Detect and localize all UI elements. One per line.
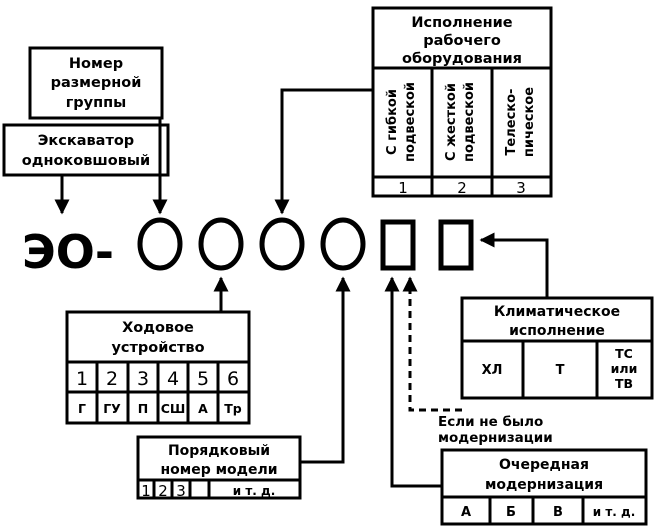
model-number-num-3: 3 bbox=[176, 482, 186, 500]
climate-cell-1: ХЛ bbox=[482, 363, 503, 378]
climate-cell-3-line-2: или bbox=[611, 361, 638, 376]
running-gear-code-4: СШ bbox=[161, 401, 186, 416]
size-group-line-2: размерной bbox=[51, 75, 142, 91]
work-equipment-title-2: рабочего bbox=[423, 33, 501, 49]
code-slot-running-gear bbox=[198, 217, 244, 271]
option-3-line-1: Телеско- bbox=[504, 89, 519, 156]
running-gear-num-2: 2 bbox=[106, 368, 118, 390]
work-equipment-table: Исполнение рабочего оборудования С гибко… bbox=[371, 6, 553, 198]
arrow-no-modernization bbox=[402, 276, 462, 412]
code-slot-climate bbox=[438, 219, 474, 271]
arrow-modernization bbox=[384, 276, 442, 488]
code-slot-size-group bbox=[137, 217, 183, 271]
option-3-num: 3 bbox=[516, 179, 526, 197]
running-gear-num-5: 5 bbox=[197, 368, 209, 390]
code-slot-work-equipment bbox=[259, 217, 305, 271]
modernization-title-1: Очередная bbox=[499, 457, 589, 473]
running-gear-table: Ходовое устройство 1 2 3 4 5 6 Г ГУ П СШ… bbox=[65, 310, 251, 425]
running-gear-num-6: 6 bbox=[227, 368, 239, 390]
no-modernization-line-1: Если не было bbox=[438, 414, 543, 430]
modernization-cell-1: А bbox=[461, 505, 471, 520]
excavator-box: Экскаватор одноковшовый bbox=[2, 123, 170, 177]
modernization-cell-4: и т. д. bbox=[593, 505, 636, 519]
arrow-climate bbox=[479, 232, 549, 298]
running-gear-code-1: Г bbox=[78, 401, 86, 416]
running-gear-num-4: 4 bbox=[167, 368, 179, 390]
option-1-line-1: С гибкой bbox=[385, 89, 400, 155]
model-number-table: Порядковый номер модели 1 2 3 и т. д. bbox=[136, 435, 302, 500]
climate-cell-3-line-3: ТВ bbox=[615, 376, 633, 391]
size-group-line-3: группы bbox=[66, 95, 127, 111]
modernization-table: Очередная модернизация А Б В и т. д. bbox=[440, 448, 648, 526]
code-slot-model-number bbox=[320, 217, 366, 271]
climate-title-1: Климатическое bbox=[494, 304, 620, 320]
climate-table: Климатическое исполнение ХЛ Т ТС или ТВ bbox=[460, 296, 654, 400]
running-gear-num-3: 3 bbox=[137, 368, 149, 390]
running-gear-code-6: Тр bbox=[224, 401, 242, 416]
running-gear-title-2: устройство bbox=[111, 340, 204, 356]
option-2-line-1: С жесткой bbox=[444, 83, 459, 161]
modernization-title-2: модернизация bbox=[485, 477, 603, 493]
connectors bbox=[54, 88, 549, 488]
modernization-cell-3: В bbox=[553, 505, 563, 520]
code-prefix: ЭО- bbox=[22, 225, 114, 279]
climate-cell-3-line-1: ТС bbox=[615, 346, 633, 361]
code-slot-modernization bbox=[380, 219, 416, 271]
model-number-title-2: номер модели bbox=[160, 462, 277, 478]
work-equipment-title-3: оборудования bbox=[402, 51, 522, 67]
no-modernization-line-2: модернизации bbox=[438, 430, 553, 446]
option-1-num: 1 bbox=[398, 179, 408, 197]
running-gear-code-5: А bbox=[198, 401, 208, 416]
option-3-line-2: пическое bbox=[522, 87, 537, 157]
size-group-line-1: Номер bbox=[69, 56, 123, 72]
climate-cell-2: Т bbox=[556, 363, 565, 378]
running-gear-code-3: П bbox=[138, 401, 148, 416]
climate-title-2: исполнение bbox=[509, 323, 605, 339]
size-group-box: Номер размерной группы bbox=[28, 46, 164, 120]
running-gear-title-1: Ходовое bbox=[122, 320, 194, 336]
model-number-num-2: 2 bbox=[158, 482, 168, 500]
arrow-work-equipment bbox=[274, 88, 373, 215]
excavator-line-1: Экскаватор bbox=[38, 133, 134, 149]
modernization-cell-2: Б bbox=[506, 505, 516, 520]
option-2-num: 2 bbox=[457, 179, 467, 197]
excavator-line-2: одноковшовый bbox=[22, 153, 150, 169]
option-1-line-2: подвеской bbox=[403, 82, 418, 162]
model-number-title-1: Порядковый bbox=[168, 443, 270, 459]
work-equipment-title-1: Исполнение bbox=[411, 15, 512, 31]
arrow-model-number bbox=[300, 276, 351, 464]
model-number-etc: и т. д. bbox=[233, 484, 276, 498]
running-gear-num-1: 1 bbox=[76, 368, 88, 390]
option-2-line-2: подвеской bbox=[462, 82, 477, 162]
running-gear-code-2: ГУ bbox=[103, 401, 121, 416]
model-number-num-1: 1 bbox=[141, 482, 151, 500]
